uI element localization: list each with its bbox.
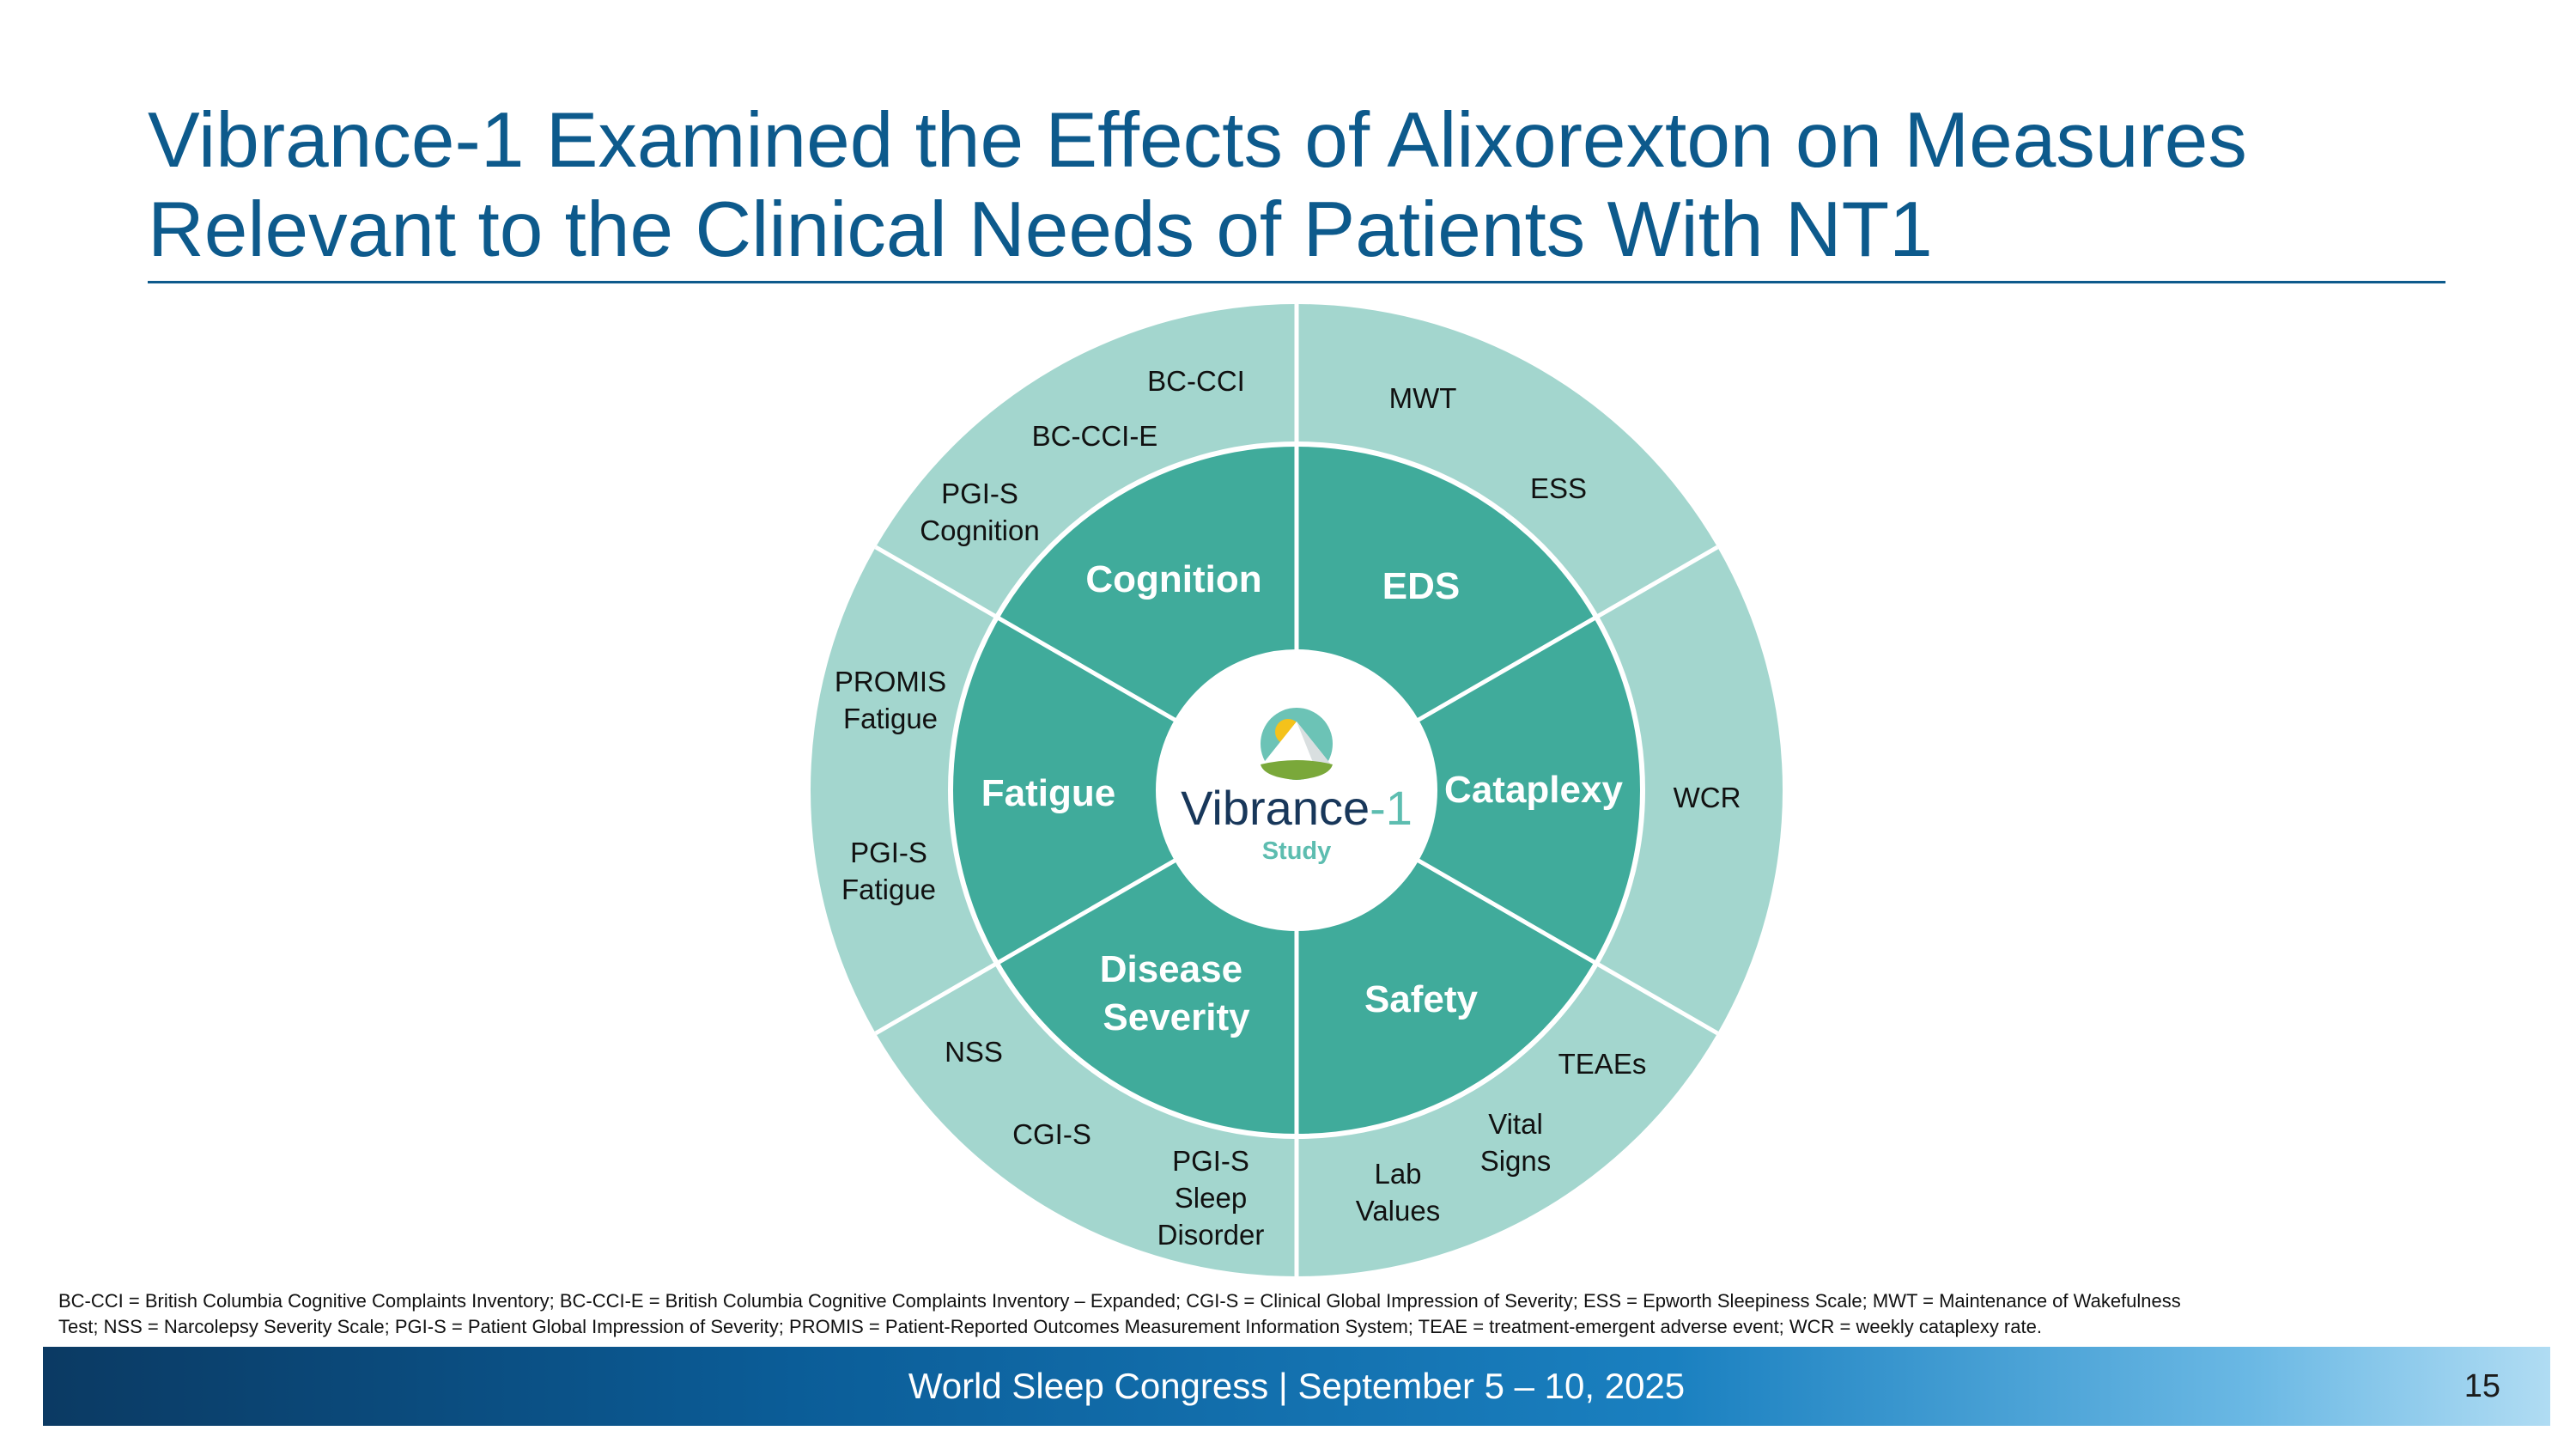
slide-title: Vibrance-1 Examined the Effects of Alixo… (148, 96, 2466, 275)
outer-sector-cognition (875, 304, 1297, 618)
outer-sector-eds (1297, 304, 1718, 618)
footer-event-text: World Sleep Congress | September 5 – 10,… (908, 1366, 1686, 1406)
page-number: 15 (2464, 1368, 2500, 1404)
segment-label-cognition: Cognition (1085, 558, 1261, 600)
inner-sector-safety (1297, 860, 1597, 1136)
measure-nss: NSS (945, 1036, 1003, 1068)
ring-separator (948, 441, 1645, 1139)
footnote-line-1: BC-CCI = British Columbia Cognitive Comp… (58, 1290, 2181, 1312)
inner-sector-fatigue (951, 617, 1176, 964)
sector-divider-3 (1416, 857, 1719, 1036)
measure-teaes: TEAEs (1558, 1048, 1647, 1080)
abbreviations-footnote: BC-CCI = British Columbia Cognitive Comp… (58, 1288, 2531, 1340)
mountain-sun-logo-icon (1261, 708, 1333, 780)
slide-title-line-1: Vibrance-1 Examined the Effects of Alixo… (148, 97, 2247, 184)
center-brand-name: Vibrance (1181, 781, 1370, 835)
wheel-sectors (811, 304, 1783, 1276)
outer-sector-disease-severity (875, 963, 1297, 1276)
segment-label-safety: Safety (1364, 978, 1479, 1020)
segment-label-cataplexy: Cataplexy (1444, 769, 1623, 811)
center-circle (1156, 649, 1437, 931)
measure-ess: ESS (1530, 472, 1587, 504)
segment-label-eds: EDS (1382, 565, 1460, 607)
slide-title-line-2: Relevant to the Clinical Needs of Patien… (148, 186, 1933, 273)
center-hub: Vibrance-1 Study (1156, 649, 1437, 931)
segment-label-disease-severity-line-1: Disease (1100, 948, 1242, 990)
segment-label-fatigue: Fatigue (981, 772, 1115, 814)
outer-sector-fatigue (811, 547, 997, 1033)
measure-bc-cci-e: BC-CCI-E (1032, 420, 1158, 452)
inner-sector-cognition (996, 444, 1297, 721)
measure-mwt: MWT (1389, 382, 1457, 414)
footer-bar: World Sleep Congress | September 5 – 10,… (43, 1347, 2550, 1426)
measure-bc-cci: BC-CCI (1147, 365, 1245, 397)
sector-divider-6 (874, 545, 1177, 723)
segment-label-disease-severity: Disease Severity (1100, 948, 1254, 1038)
sector-divider-2 (1416, 545, 1719, 723)
inner-sector-disease-severity (996, 860, 1297, 1136)
center-brand: Vibrance-1 (1181, 781, 1413, 835)
segment-label-disease-severity-line-2: Severity (1103, 996, 1250, 1038)
wheel-dividers (874, 304, 1719, 1276)
center-brand-sub: Study (1262, 837, 1332, 865)
center-brand-suffix: -1 (1370, 781, 1413, 835)
sector-divider-5 (874, 857, 1177, 1036)
title-divider (148, 281, 2445, 283)
footnote-line-2: Test; NSS = Narcolepsy Severity Scale; P… (58, 1316, 2042, 1337)
outer-sector-cataplexy (1596, 547, 1783, 1033)
inner-sector-eds (1297, 444, 1597, 721)
inner-sector-cataplexy (1417, 617, 1643, 964)
measure-cgi-s: CGI-S (1012, 1118, 1091, 1150)
outer-sector-safety (1297, 963, 1718, 1276)
measure-wcr: WCR (1674, 782, 1741, 813)
